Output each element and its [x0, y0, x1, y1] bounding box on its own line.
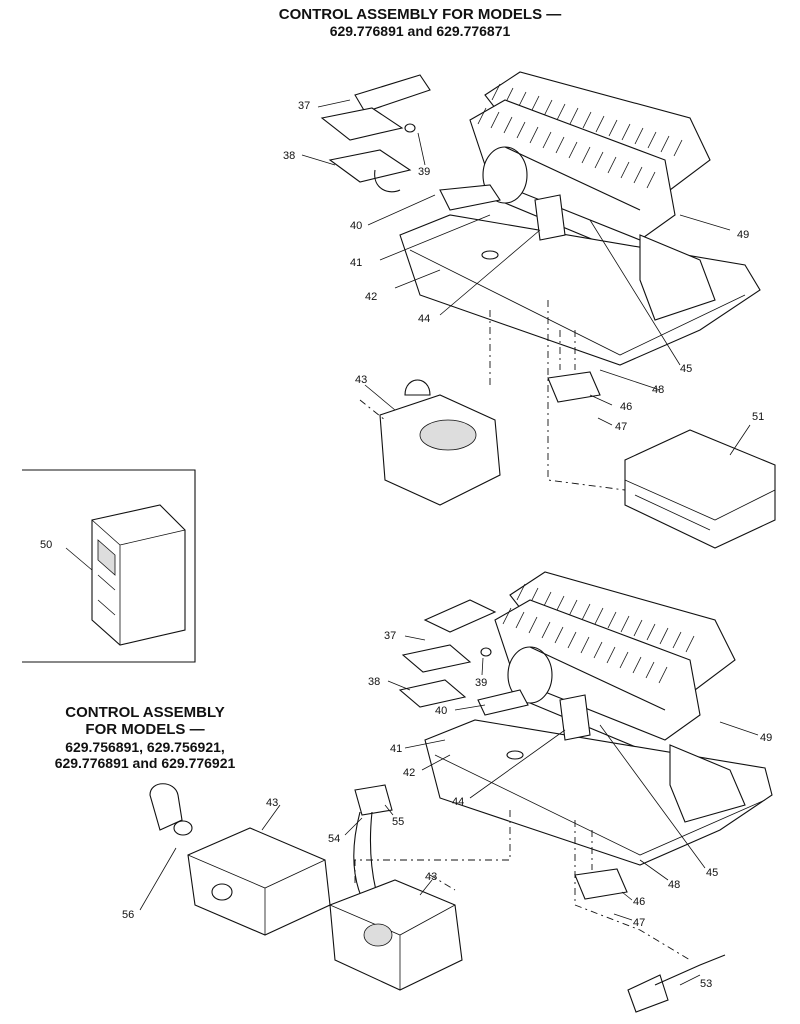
bottom-callout-38: 38: [368, 676, 380, 688]
top-callout-47: 47: [615, 421, 627, 433]
inset-callout-50: 50: [40, 539, 52, 551]
bottom-bracket: [669, 744, 746, 823]
bottom-title-line2: FOR MODELS —: [85, 721, 205, 739]
top-assembly-title: CONTROL ASSEMBLY FOR MODELS — 629.776891…: [230, 6, 610, 39]
top-screw-39: [404, 123, 416, 133]
top-valve-knob: [419, 419, 477, 451]
bottom-pilot-tube: [423, 599, 497, 633]
top-callout-45: 45: [680, 363, 692, 375]
top-bracket-38: [328, 149, 412, 183]
bottom-callout-41: 41: [390, 743, 402, 755]
top-pilot-assembly: [439, 184, 501, 211]
top-orifice: [481, 250, 499, 260]
top-assembly: 37 38 39 40 41 42 44 45 48 49 43 46 47 5…: [283, 71, 776, 549]
bottom-callout-44: 44: [452, 796, 464, 808]
thermostat-housing: [91, 504, 186, 646]
top-callout-43: 43: [355, 374, 367, 386]
top-bracket-46: [547, 371, 601, 403]
top-bracket: [639, 234, 716, 321]
bottom-title-line4: 629.776891 and 629.776921: [54, 754, 236, 771]
top-callout-46: 46: [620, 401, 632, 413]
bottom-gas-valve-right: [329, 879, 463, 991]
bottom-gas-valve-left: [187, 827, 331, 936]
bottom-assembly-title: CONTROL ASSEMBLY FOR MODELS — 629.756891…: [20, 704, 270, 771]
top-gas-valve: [379, 394, 501, 506]
bottom-callout-45: 45: [706, 867, 718, 879]
bottom-callout-56: 56: [122, 909, 134, 921]
bottom-elbow-fitting: [149, 783, 183, 831]
bottom-screw-39: [480, 647, 492, 657]
bottom-pilot-assembly: [477, 689, 529, 716]
top-callout-41: 41: [350, 257, 362, 269]
bottom-bracket-38: [398, 679, 467, 708]
bottom-callout-55: 55: [392, 816, 404, 828]
top-igniter: [534, 194, 566, 241]
bottom-callout-47: 47: [633, 917, 645, 929]
bottom-callout-48: 48: [668, 879, 680, 891]
bottom-title-line3: 629.756891, 629.756921,: [65, 738, 225, 755]
bottom-igniter: [559, 694, 591, 741]
top-callout-37: 37: [298, 100, 310, 112]
bottom-callout-49: 49: [760, 732, 772, 744]
top-control-box: [624, 429, 776, 549]
bottom-callout-43-left: 43: [266, 797, 278, 809]
bottom-callout-53: 53: [700, 978, 712, 990]
top-callout-48: 48: [652, 384, 664, 396]
top-callout-39: 39: [418, 166, 430, 178]
top-valve-top: [404, 379, 431, 396]
bottom-callout-37: 37: [384, 630, 396, 642]
bottom-assembly: 37 38 39 40 41 42 44 45 48 49 43 55 54 5…: [122, 571, 773, 1013]
top-burner-fins: [469, 71, 711, 241]
bottom-bracket-46: [574, 868, 628, 900]
bottom-callout-42: 42: [403, 767, 415, 779]
bottom-orifice: [506, 750, 524, 760]
top-callout-40: 40: [350, 220, 362, 232]
top-bracket-37: [320, 107, 404, 141]
bottom-title-line1: CONTROL ASSEMBLY: [65, 704, 225, 721]
bottom-bracket-37: [401, 644, 472, 673]
bottom-burner-fins: [494, 571, 736, 741]
bottom-thermocouple: [627, 974, 669, 1013]
top-callout-49: 49: [737, 229, 749, 241]
bottom-callout-39: 39: [475, 677, 487, 689]
bottom-callout-46: 46: [633, 896, 645, 908]
inset-thermostat-panel: 50: [22, 469, 196, 663]
bottom-callout-43-right: 43: [425, 871, 437, 883]
bottom-piezo-igniter: [354, 784, 393, 816]
top-title-line2: 629.776891 and 629.776871: [329, 23, 511, 40]
top-title-line1: CONTROL ASSEMBLY FOR MODELS —: [278, 6, 562, 23]
top-callout-51: 51: [752, 411, 764, 423]
bottom-callout-40: 40: [435, 705, 447, 717]
bottom-callout-54: 54: [328, 833, 340, 845]
top-pilot-tube: [354, 74, 431, 113]
top-callout-38: 38: [283, 150, 295, 162]
top-callout-42: 42: [365, 291, 377, 303]
top-callout-44: 44: [418, 313, 430, 325]
